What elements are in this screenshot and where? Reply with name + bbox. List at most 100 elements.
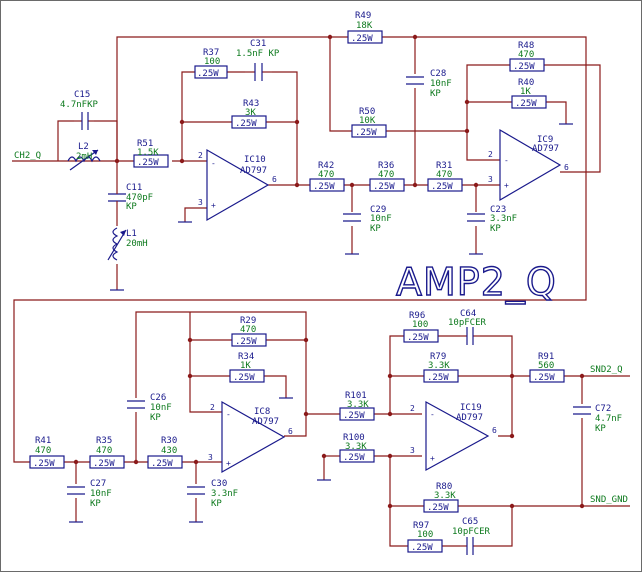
capacitor-c27[interactable]: C27 10nF KP [67,479,112,509]
resistor-r48[interactable]: .25W R48 470 [509,41,545,72]
svg-text:R51: R51 [137,139,153,149]
svg-text:.25W: .25W [355,128,377,138]
sheet-title: AMP2_Q [396,260,557,304]
capacitor-c28[interactable]: C28 10nF KP [406,69,452,99]
svg-text:R29: R29 [240,316,256,326]
resistor-r36[interactable]: .25W R36 470 [369,161,405,192]
capacitor-c29[interactable]: C29 10nF KP [343,205,392,234]
svg-text:3.3nF: 3.3nF [490,214,517,224]
resistor-r42[interactable]: .25W R42 470 [309,161,345,192]
svg-text:470: 470 [318,170,334,180]
svg-text:.25W: .25W [513,62,535,72]
svg-text:KP: KP [370,224,381,234]
resistor-r50[interactable]: .25W R50 10K [351,107,387,138]
resistor-r100[interactable]: .25W R100 3.3K [339,433,375,463]
svg-text:R50: R50 [359,107,375,117]
svg-text:10pFCER: 10pFCER [448,318,487,328]
capacitor-c64[interactable]: C64 10pFCER [448,309,487,345]
inductor-l2[interactable]: L2 2mH [67,142,101,171]
capacitor-c23[interactable]: C23 3.3nF KP [467,205,517,234]
svg-text:10nF: 10nF [150,403,172,413]
capacitor-c65[interactable]: C65 10pFCER [452,517,491,555]
capacitor-c11[interactable]: C11 470pF KP [108,183,153,212]
svg-text:3.3K: 3.3K [428,361,450,371]
svg-text:2: 2 [198,151,203,160]
resistor-r96[interactable]: .25W R96 100 [403,311,439,343]
svg-text:.25W: .25W [235,119,257,129]
svg-text:.25W: .25W [197,69,219,79]
svg-text:.25W: .25W [313,182,335,192]
resistor-r80[interactable]: .25W R80 3.3K [423,482,459,513]
capacitor-c26[interactable]: C26 10nF KP [127,393,172,423]
svg-text:R79: R79 [430,352,446,362]
capacitor-c72[interactable]: C72 4.7nF KP [573,404,622,434]
resistor-r43[interactable]: .25W R43 3K [231,99,267,129]
svg-text:+: + [504,181,509,190]
svg-text:1.5K: 1.5K [137,148,159,158]
svg-text:470: 470 [240,325,256,335]
svg-text:KP: KP [595,424,606,434]
svg-text:4.7nFKP: 4.7nFKP [60,100,99,110]
svg-text:3: 3 [208,453,213,462]
svg-text:6: 6 [288,427,293,436]
opamp-ic19[interactable]: -+ 2 3 6 IC19 AD797 [410,400,497,472]
resistor-r37[interactable]: .25W R37 100 [194,48,228,79]
wires-bottom [62,311,630,547]
ic10-ref: IC10 [244,155,266,165]
svg-text:.25W: .25W [427,373,449,383]
resistor-r29[interactable]: .25W R29 470 [231,316,267,347]
svg-text:C65: C65 [462,517,478,527]
svg-text:3: 3 [198,198,203,207]
svg-text:1K: 1K [240,361,251,371]
svg-text:.25W: .25W [343,411,365,421]
resistor-r35[interactable]: .25W R35 470 [89,436,125,469]
ic8-ref: IC8 [254,407,270,417]
svg-text:.25W: .25W [351,34,373,44]
svg-text:C31: C31 [250,39,266,49]
svg-text:.25W: .25W [431,182,453,192]
svg-text:R49: R49 [355,11,371,21]
resistor-r97[interactable]: .25W R97 100 [407,521,443,553]
svg-text:6: 6 [272,175,277,184]
ic19-part: AD797 [456,413,483,423]
resistor-r49[interactable]: .25W R49 18K [347,11,383,44]
svg-text:C27: C27 [90,479,106,489]
svg-text:20mH: 20mH [126,239,148,249]
resistor-r79[interactable]: .25W R79 3.3K [423,352,459,383]
resistor-r41[interactable]: .25W R41 470 [29,436,65,469]
svg-text:470pF: 470pF [126,193,153,203]
svg-text:6: 6 [564,163,569,172]
wires-top [12,36,601,463]
capacitor-c15[interactable]: C15 4.7nFKP [60,90,99,130]
svg-text:.25W: .25W [407,333,429,343]
resistor-r34[interactable]: .25W R34 1K [229,352,265,383]
opamp-ic9[interactable]: -+ 2 3 6 IC9 AD797 [488,128,569,202]
opamp-ic10[interactable]: -+ 2 3 6 IC10 AD797 [198,148,277,222]
svg-text:.25W: .25W [93,459,115,469]
svg-text:10K: 10K [359,116,376,126]
resistor-r31[interactable]: .25W R31 470 [427,161,463,192]
svg-text:-: - [226,410,231,419]
svg-text:C64: C64 [460,309,476,319]
svg-text:3: 3 [488,175,493,184]
resistor-r91[interactable]: .25W R91 560 [529,352,565,383]
svg-text:L2: L2 [78,142,89,152]
capacitor-c30[interactable]: C30 3.3nF KP [187,479,238,509]
svg-text:R30: R30 [161,436,177,446]
inductor-l1[interactable]: L1 20mH [107,227,148,261]
svg-text:-: - [504,156,509,165]
svg-text:C23: C23 [490,205,506,215]
resistor-r30[interactable]: .25W R30 430 [147,436,183,469]
svg-text:3.3K: 3.3K [434,491,456,501]
resistor-r40[interactable]: .25W R40 1K [511,78,547,109]
capacitor-c31[interactable]: C31 1.5nF KP [236,39,280,81]
svg-text:KP: KP [90,499,101,509]
svg-text:R42: R42 [318,161,334,171]
svg-text:.25W: .25W [515,99,537,109]
resistor-r101[interactable]: .25W R101 3.3K [339,391,375,421]
opamp-ic8[interactable]: -+ 2 3 6 IC8 AD797 [208,400,293,474]
svg-text:R91: R91 [538,352,554,362]
resistor-r51[interactable]: .25W R51 1.5K [133,139,169,168]
svg-text:470: 470 [518,50,534,60]
